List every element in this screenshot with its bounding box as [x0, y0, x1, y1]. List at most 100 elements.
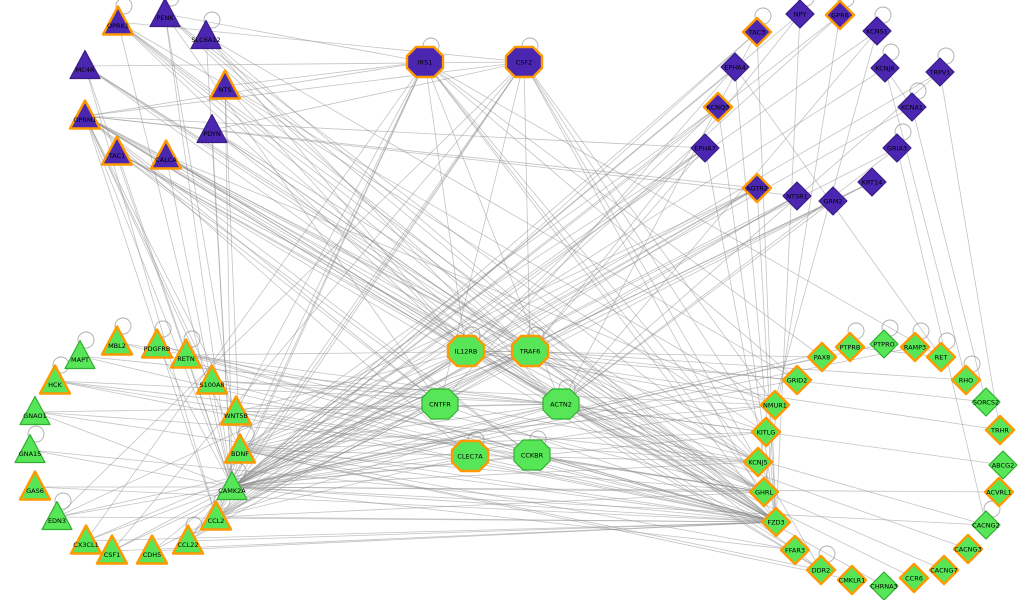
- triangle-node-shape[interactable]: [41, 500, 73, 531]
- triangle-node-shape[interactable]: [190, 19, 222, 50]
- triangle-node-shape[interactable]: [19, 395, 51, 426]
- diamond-node-shape[interactable]: [742, 446, 774, 478]
- node-CLEC7A[interactable]: CLEC7A: [450, 439, 490, 473]
- node-CACNG3[interactable]: CACNG3: [952, 533, 984, 565]
- diamond-node-shape[interactable]: [785, 0, 815, 29]
- triangle-node-shape[interactable]: [208, 69, 242, 100]
- diamond-node-shape[interactable]: [750, 416, 782, 448]
- triangle-node-shape[interactable]: [216, 470, 248, 501]
- triangle-node-shape[interactable]: [223, 433, 257, 464]
- node-CALCA[interactable]: CALCA: [149, 139, 183, 170]
- octagon-node-shape[interactable]: [446, 334, 486, 368]
- triangle-node-shape[interactable]: [100, 135, 134, 166]
- node-CACNG2[interactable]: CACNG2: [971, 510, 1001, 540]
- triangle-node-shape[interactable]: [199, 500, 233, 531]
- node-TRPV1[interactable]: TRPV1: [925, 57, 955, 87]
- triangle-node-shape[interactable]: [196, 113, 228, 144]
- node-IL12RB[interactable]: IL12RB: [446, 334, 486, 368]
- triangle-node-shape[interactable]: [69, 524, 103, 555]
- octagon-node-shape[interactable]: [405, 45, 445, 79]
- node-NPY[interactable]: NPY: [785, 0, 815, 29]
- triangle-node-shape[interactable]: [101, 5, 135, 36]
- diamond-node-shape[interactable]: [869, 329, 899, 359]
- node-GPR6[interactable]: GPR6: [824, 0, 856, 31]
- diamond-node-shape[interactable]: [824, 0, 856, 31]
- node-RHO[interactable]: RHO: [950, 364, 982, 396]
- octagon-node-shape[interactable]: [510, 334, 550, 368]
- node-CMKLR1[interactable]: CMKLR1: [836, 564, 868, 596]
- node-GRID2[interactable]: GRID2: [781, 364, 813, 396]
- diamond-node-shape[interactable]: [720, 52, 750, 82]
- octagon-node-shape[interactable]: [513, 439, 551, 471]
- node-GAS6[interactable]: GAS6: [18, 470, 52, 501]
- node-MBL2[interactable]: MBL2: [100, 325, 134, 356]
- triangle-node-shape[interactable]: [140, 328, 174, 359]
- diamond-node-shape[interactable]: [805, 554, 837, 586]
- diamond-node-shape[interactable]: [984, 414, 1016, 446]
- diamond-node-shape[interactable]: [779, 534, 811, 566]
- diamond-node-shape[interactable]: [741, 16, 773, 48]
- diamond-node-shape[interactable]: [971, 387, 1001, 417]
- diamond-node-shape[interactable]: [690, 133, 720, 163]
- node-PAX8[interactable]: PAX8: [806, 341, 838, 373]
- diamond-node-shape[interactable]: [882, 133, 912, 163]
- diamond-node-shape[interactable]: [928, 554, 960, 586]
- diamond-node-shape[interactable]: [899, 331, 931, 363]
- octagon-node-shape[interactable]: [421, 388, 459, 420]
- node-RET[interactable]: RET: [925, 341, 957, 373]
- diamond-node-shape[interactable]: [925, 341, 957, 373]
- node-CACNG7[interactable]: CACNG7: [928, 554, 960, 586]
- node-RAMP3[interactable]: RAMP3: [899, 331, 931, 363]
- diamond-node-shape[interactable]: [950, 364, 982, 396]
- node-HCK[interactable]: HCK: [38, 364, 72, 395]
- triangle-node-shape[interactable]: [171, 524, 205, 555]
- triangle-node-shape[interactable]: [169, 338, 203, 369]
- node-CSF2[interactable]: CSF2: [504, 45, 544, 79]
- node-MC4R[interactable]: MC4R: [69, 49, 101, 80]
- node-CCKBR[interactable]: CCKBR: [513, 439, 551, 471]
- triangle-node-shape[interactable]: [95, 534, 129, 565]
- diamond-node-shape[interactable]: [834, 331, 866, 363]
- diamond-node-shape[interactable]: [897, 92, 927, 122]
- node-KCNA1[interactable]: KCNA1: [897, 92, 927, 122]
- node-EPHA7[interactable]: EPHA7: [690, 133, 720, 163]
- node-CX3CL1[interactable]: CX3CL1: [69, 524, 103, 555]
- node-IRS1[interactable]: IRS1: [405, 45, 445, 79]
- diamond-node-shape[interactable]: [748, 476, 780, 508]
- diamond-node-shape[interactable]: [857, 167, 887, 197]
- diamond-node-shape[interactable]: [702, 91, 734, 123]
- diamond-node-shape[interactable]: [781, 364, 813, 396]
- diamond-node-shape[interactable]: [862, 16, 892, 46]
- node-MAPT[interactable]: MAPT: [64, 339, 96, 370]
- triangle-node-shape[interactable]: [38, 364, 72, 395]
- diamond-node-shape[interactable]: [806, 341, 838, 373]
- diamond-node-shape[interactable]: [983, 476, 1015, 508]
- octagon-node-shape[interactable]: [504, 45, 544, 79]
- node-KRT14[interactable]: KRT14: [857, 167, 887, 197]
- triangle-node-shape[interactable]: [68, 99, 102, 130]
- node-GNAO1[interactable]: GNAO1: [19, 395, 51, 426]
- diamond-node-shape[interactable]: [971, 510, 1001, 540]
- diamond-node-shape[interactable]: [988, 450, 1018, 480]
- triangle-node-shape[interactable]: [64, 339, 96, 370]
- node-CCL22[interactable]: CCL22: [171, 524, 205, 555]
- octagon-node-shape[interactable]: [450, 439, 490, 473]
- diamond-node-shape[interactable]: [760, 506, 792, 538]
- triangle-node-shape[interactable]: [149, 0, 181, 28]
- node-PDGFRB[interactable]: PDGFRB: [140, 328, 174, 359]
- diamond-node-shape[interactable]: [952, 533, 984, 565]
- node-PENK[interactable]: PENK: [149, 0, 181, 28]
- triangle-node-shape[interactable]: [14, 433, 46, 464]
- node-AGTR2[interactable]: AGTR2: [741, 172, 773, 204]
- node-PTPRO[interactable]: PTPRO: [869, 329, 899, 359]
- diamond-node-shape[interactable]: [925, 57, 955, 87]
- triangle-node-shape[interactable]: [69, 49, 101, 80]
- triangle-node-shape[interactable]: [219, 395, 253, 426]
- node-ACTN2[interactable]: ACTN2: [542, 388, 580, 420]
- diamond-node-shape[interactable]: [898, 562, 930, 594]
- node-CHRNA3[interactable]: CHRNA3: [869, 571, 899, 600]
- node-SLC6A12[interactable]: SLC6A12: [190, 19, 222, 50]
- diamond-node-shape[interactable]: [759, 389, 791, 421]
